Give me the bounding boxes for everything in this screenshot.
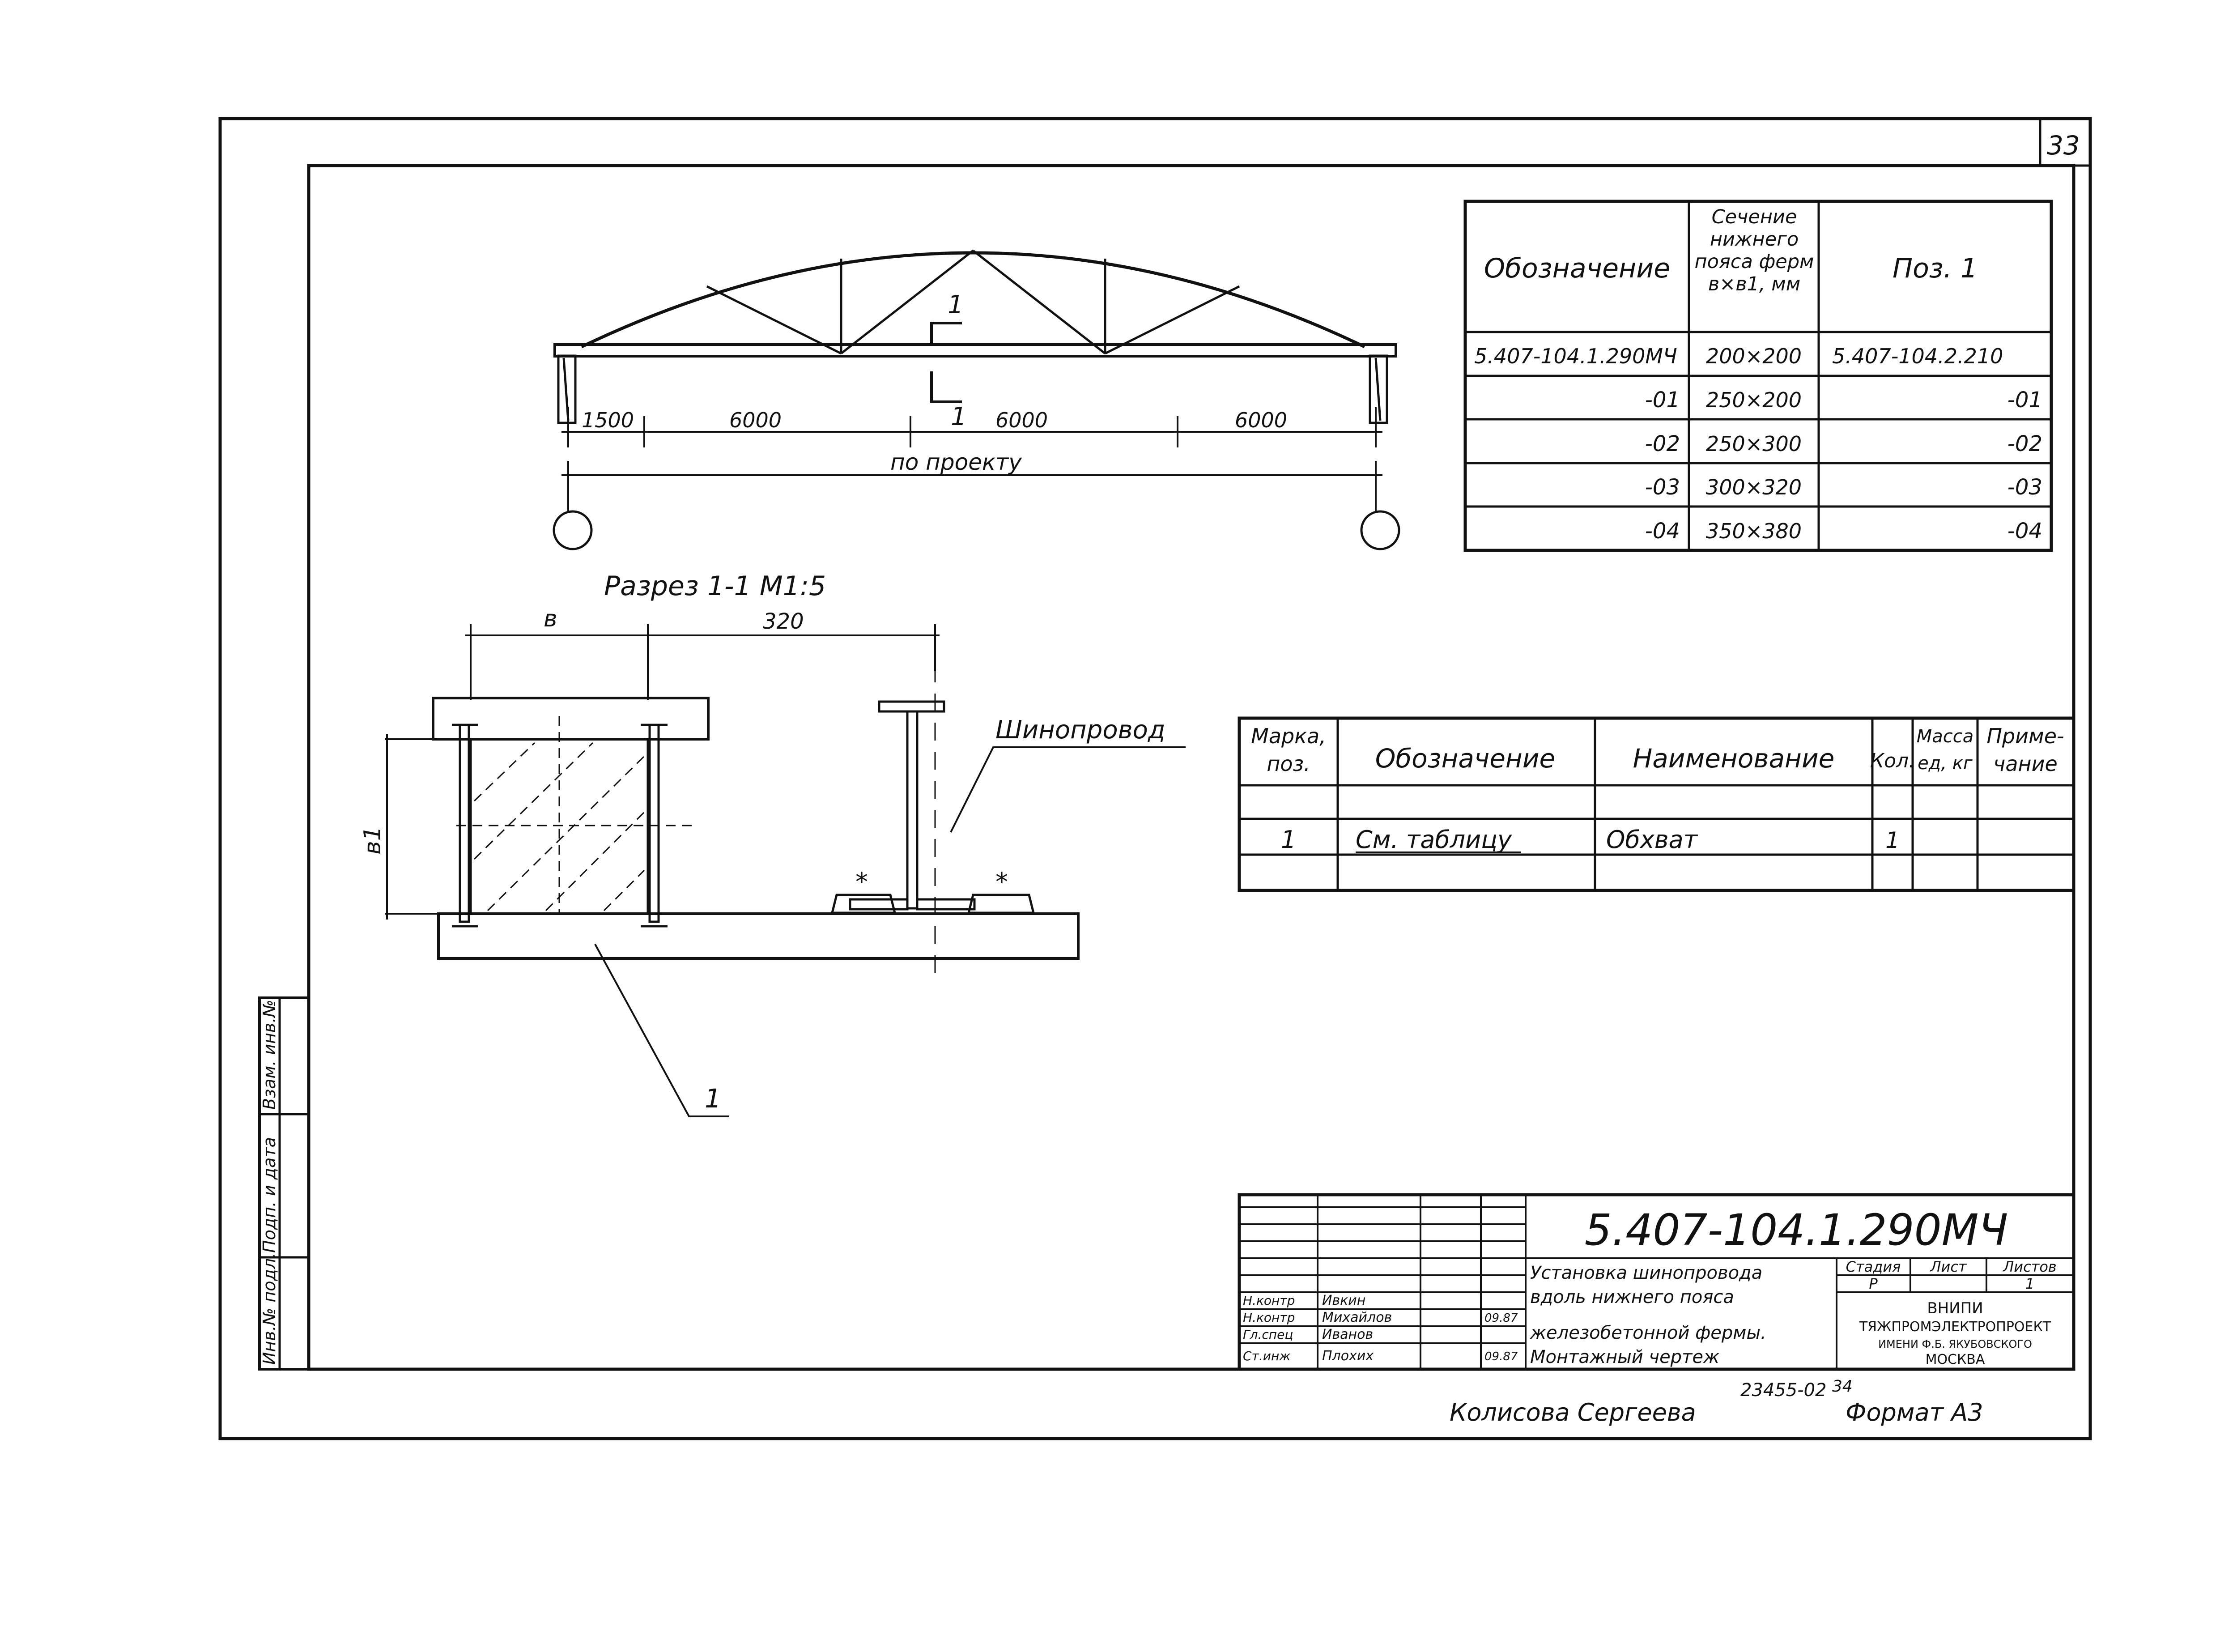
title-line-1: Установка шинопровода [1530, 1263, 1762, 1283]
section-cut-marks [930, 322, 962, 403]
section-mark-bottom: 1 [951, 402, 967, 431]
title-block: 5.407-104.1.290МЧ Установка шинопровода … [1238, 1193, 2075, 1371]
dim-1500: 1500 [582, 408, 634, 432]
title-line-4: Монтажный чертеж [1530, 1347, 1719, 1367]
sheet-header: Лист [1930, 1258, 1967, 1275]
title-designation: 5.407-104.1.290МЧ [1585, 1205, 2008, 1255]
variant-row-2-designation: -01 [1645, 387, 1680, 413]
clamp-top-plate [432, 697, 710, 741]
side-stamp-inventory: Инв.№ подл. [259, 1253, 279, 1365]
org-line-4: МОСКВА [1926, 1352, 1985, 1367]
clamp-bolts [452, 724, 668, 928]
variant-row-4-position: -03 [2007, 475, 2042, 500]
spec-row-1-mark: 1 [1281, 826, 1296, 854]
variant-row-4-designation: -03 [1645, 475, 1680, 500]
signature-date-4: 09.87 [1484, 1350, 1518, 1363]
spec-row-1-qty: 1 [1885, 827, 1900, 853]
variant-row-5-section: 350×380 [1706, 519, 1802, 543]
dim-offset: 320 [763, 609, 804, 634]
side-stamp-signature-date: Подп. и дата [259, 1137, 279, 1253]
variant-row-4-section: 300×320 [1706, 475, 1802, 499]
truss-top-chord [581, 251, 1365, 349]
side-stamp: Инв.№ подл. Подп. и дата Взам. инв.№ [258, 996, 310, 1371]
archive-number: 23455-02 [1740, 1380, 1827, 1401]
spec-header-note: Приме- чание [1986, 724, 2064, 776]
side-stamp-replacement: Взам. инв.№ [259, 1000, 279, 1110]
spec-row-1-name: Обхват [1606, 826, 1698, 854]
stage-value: Р [1869, 1275, 1878, 1292]
spec-row-1-designation: См. таблицу [1356, 826, 1512, 854]
spec-header-mark: Марка, поз. [1251, 724, 1326, 776]
variants-header-section: Сечение нижнего пояса ферм в×в1, мм [1694, 206, 1814, 295]
section-title: Разрез 1-1 М1:5 [604, 571, 826, 602]
truss-dimension-line [561, 407, 1382, 512]
truss-support-columns [557, 354, 1388, 424]
spec-header-designation: Обозначение [1375, 743, 1555, 774]
sheets-header: Листов [2003, 1258, 2057, 1275]
position-leader [594, 944, 729, 1117]
signature-date-2: 09.87 [1484, 1311, 1518, 1325]
signature-name-3: Иванов [1322, 1327, 1373, 1342]
variant-row-3-section: 250×300 [1706, 432, 1802, 456]
dim-6000-right: 6000 [1235, 408, 1287, 432]
truss-bottom-chord [553, 343, 1397, 358]
position-label: 1 [705, 1083, 721, 1114]
format-label: Формат А3 [1846, 1398, 1983, 1426]
page-number: 33 [2047, 130, 2080, 161]
sheets-total: 1 [2025, 1275, 2034, 1292]
busbar-leader [950, 746, 1186, 833]
truss-chord-section [456, 716, 698, 915]
busbar-supports [830, 894, 1035, 914]
spec-table: Марка, поз. Обозначение Наименование Кол… [1238, 716, 2075, 892]
bolt-mark-right: * [995, 868, 1008, 897]
copied-by: Колисова Сергеева [1450, 1398, 1696, 1426]
clamp-bottom-plate [437, 912, 1080, 960]
bolt-mark-left: * [855, 868, 868, 897]
variants-header-designation: Обозначение [1484, 253, 1670, 284]
variant-row-1-position: 5.407-104.2.210 [1832, 344, 2003, 368]
axis-bubble-left [553, 510, 593, 550]
signature-name-2: Михайлов [1322, 1310, 1392, 1325]
variant-row-3-position: -02 [2007, 431, 2042, 456]
spec-header-mass: Масса ед, кг [1916, 726, 1974, 774]
truss-web-members [706, 250, 1240, 355]
dim-width: в [544, 605, 557, 632]
archive-sheet: 34 [1832, 1377, 1853, 1396]
title-line-2: вдоль нижнего пояса [1530, 1287, 1734, 1307]
dim-6000-middle: 6000 [995, 408, 1048, 432]
variant-row-5-position: -04 [2007, 519, 2042, 544]
section-view: в 320 [359, 605, 1186, 1117]
title-line-3: железобетонной фермы. [1530, 1323, 1766, 1343]
busbar-label: Шинопровод [995, 715, 1165, 745]
variant-row-3-designation: -02 [1645, 431, 1680, 456]
signature-role-3: Гл.спец [1243, 1327, 1293, 1342]
dim-6000-left: 6000 [729, 408, 782, 432]
org-line-1: ВНИПИ [1927, 1299, 1983, 1317]
variant-row-2-position: -01 [2007, 387, 2042, 413]
variant-row-1-designation: 5.407-104.1.290МЧ [1474, 344, 1677, 368]
spec-header-qty: Кол. [1870, 749, 1915, 772]
signature-role-1: Н.контр [1243, 1293, 1295, 1308]
stage-header: Стадия [1846, 1258, 1901, 1275]
org-line-2: ТЯЖПРОМЭЛЕКТРОПРОЕКТ [1859, 1319, 2051, 1335]
org-line-3: ИМЕНИ Ф.Б. ЯКУБОВСКОГО [1878, 1338, 2032, 1350]
signature-role-4: Ст.инж [1243, 1349, 1291, 1363]
dim-height: в1 [359, 826, 386, 855]
variants-table: Обозначение Сечение нижнего пояса ферм в… [1463, 200, 2053, 552]
variants-header-position: Поз. 1 [1893, 253, 1978, 284]
spec-header-name: Наименование [1633, 743, 1835, 774]
variant-row-1-section: 200×200 [1706, 344, 1802, 368]
signature-name-1: Ивкин [1322, 1293, 1365, 1308]
variant-row-5-designation: -04 [1645, 519, 1680, 544]
busbar-profile [849, 635, 976, 975]
dim-overall-label: по проекту [890, 449, 1022, 475]
section-mark-top: 1 [948, 290, 964, 319]
variant-row-2-section: 250×200 [1706, 388, 1802, 412]
axis-bubble-right [1360, 510, 1400, 550]
signature-name-4: Плохих [1322, 1348, 1374, 1364]
signature-role-2: Н.контр [1243, 1310, 1295, 1325]
truss-elevation: 1 1 1500 6000 6000 6000 по проекту [553, 250, 1400, 550]
